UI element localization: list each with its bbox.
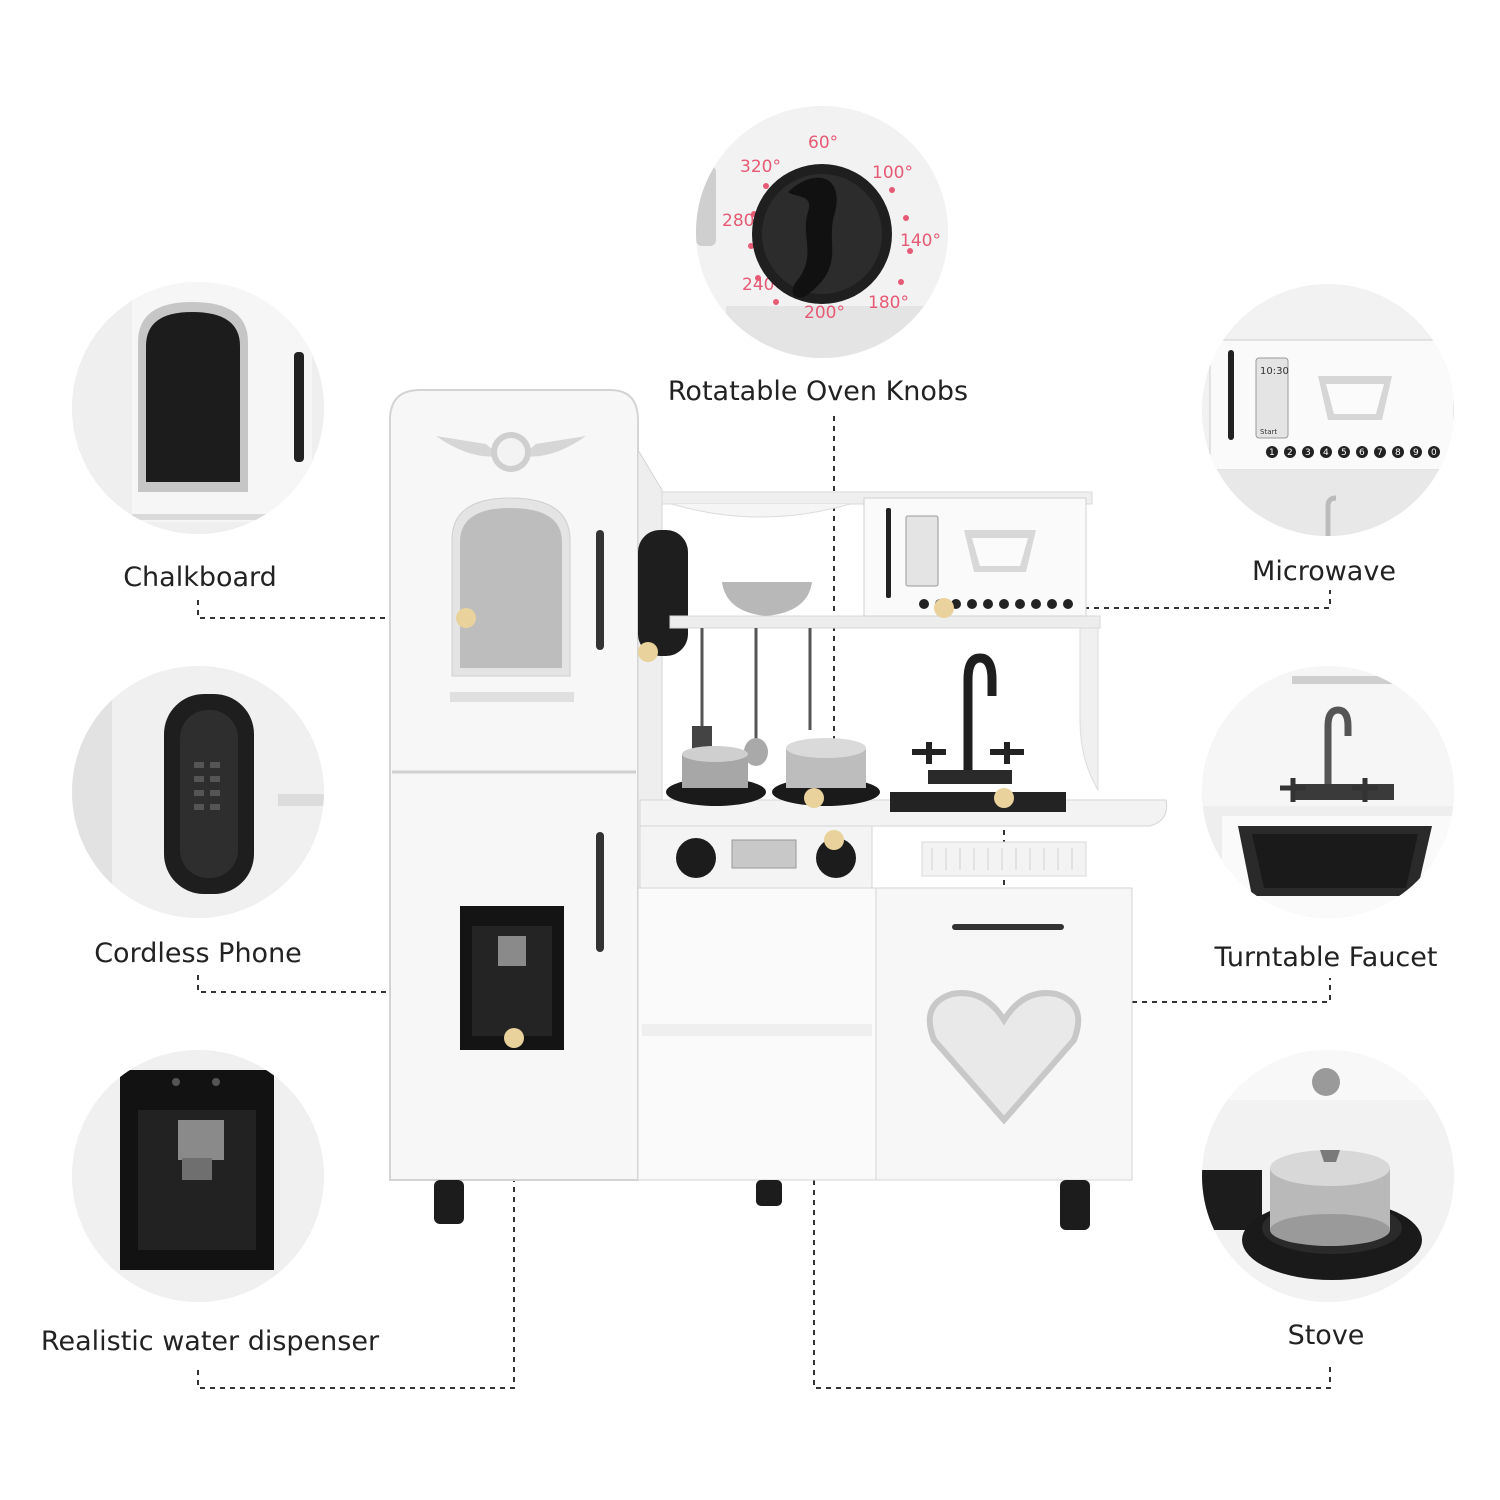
faucet-hotspot[interactable] — [994, 788, 1014, 808]
number-key: 4 — [1323, 448, 1329, 458]
water-dispenser-hotspot[interactable] — [504, 1028, 524, 1048]
number-key: 0 — [1431, 448, 1437, 458]
phone-hotspot[interactable] — [638, 642, 658, 662]
dial-mark: 180° — [868, 293, 909, 313]
label-turntable-faucet: Turntable Faucet — [1214, 942, 1438, 973]
label-cordless-phone: Cordless Phone — [94, 938, 302, 969]
number-key: 9 — [1413, 448, 1419, 458]
stove-detail-circle — [1202, 1050, 1454, 1302]
microwave-hotspot[interactable] — [934, 598, 954, 618]
label-oven-knobs: Rotatable Oven Knobs — [667, 376, 969, 407]
number-key: 2 — [1287, 448, 1293, 458]
cordless-phone-detail-circle — [72, 666, 324, 918]
water-dispenser-detail-circle — [72, 1050, 324, 1302]
number-key: 3 — [1305, 448, 1311, 458]
oven-knob-illustration: 60° 100° 140° 180° 200° 240 280 320° — [696, 106, 948, 358]
oven-knob-hotspot[interactable] — [824, 830, 844, 850]
toy-kitchen-illustration — [389, 389, 1168, 1230]
microwave-start-label: Start — [1260, 428, 1277, 436]
dial-mark: 280 — [722, 211, 754, 231]
microwave-detail-circle: 10:30 Start 1 2 3 4 5 6 7 8 9 0 — [1202, 284, 1454, 536]
chalkboard-detail-circle — [72, 282, 324, 534]
faucet-illustration — [1202, 666, 1454, 918]
faucet-detail-circle — [1202, 666, 1454, 918]
chalkboard-hotspot[interactable] — [456, 608, 476, 628]
label-water-dispenser: Realistic water dispenser — [40, 1326, 380, 1357]
number-key: 6 — [1359, 448, 1365, 458]
water-dispenser-illustration — [72, 1050, 324, 1302]
microwave-time: 10:30 — [1260, 366, 1289, 377]
toy-kitchen-photo — [380, 380, 1180, 1240]
dial-mark: 60° — [808, 133, 838, 153]
number-key: 8 — [1395, 448, 1401, 458]
stove-illustration — [1202, 1050, 1454, 1302]
label-stove: Stove — [1287, 1320, 1365, 1351]
label-chalkboard: Chalkboard — [123, 562, 277, 593]
chalkboard-illustration — [72, 282, 324, 534]
dial-mark: 320° — [740, 157, 781, 177]
phone-illustration — [72, 666, 324, 918]
microwave-illustration: 10:30 Start 1 2 3 4 5 6 7 8 9 0 — [1202, 284, 1454, 536]
oven-knob-detail-circle: 60° 100° 140° 180° 200° 240 280 320° — [696, 106, 948, 358]
label-microwave: Microwave — [1252, 556, 1396, 587]
dial-mark: 100° — [872, 163, 913, 183]
number-key: 7 — [1377, 448, 1383, 458]
dial-mark: 140° — [900, 231, 941, 251]
dial-mark: 200° — [804, 303, 845, 323]
dial-mark: 240 — [742, 275, 774, 295]
number-key: 1 — [1269, 448, 1275, 458]
stove-hotspot[interactable] — [804, 788, 824, 808]
number-key: 5 — [1341, 448, 1347, 458]
